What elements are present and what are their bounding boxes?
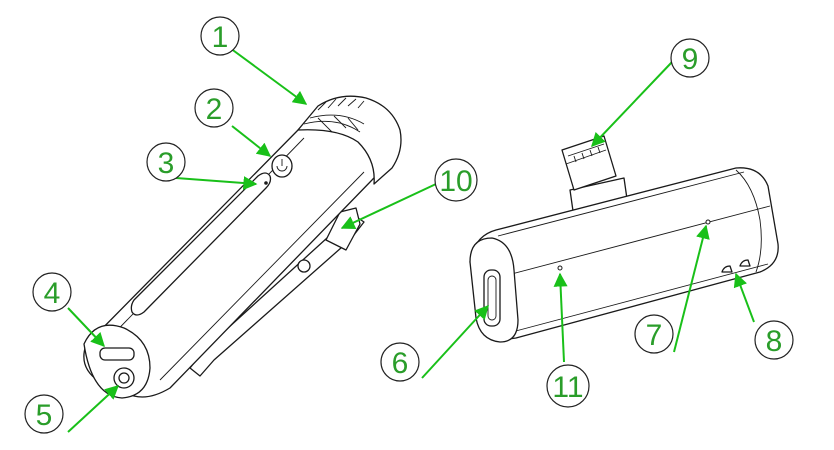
callout-9: 9 (670, 38, 710, 78)
leader-2 (231, 125, 272, 157)
leader-3 (175, 176, 258, 191)
microphone-transmitter (83, 95, 402, 399)
receiver-adapter (469, 135, 779, 343)
indicator-hole-7 (705, 219, 711, 225)
body-groove (130, 172, 272, 316)
callout-leaders (67, 47, 755, 433)
leader-10 (340, 183, 437, 229)
callout-number: 1 (212, 21, 229, 54)
callout-number: 3 (158, 147, 175, 180)
callout-3: 3 (146, 142, 186, 182)
indicator-light (264, 181, 268, 185)
charging-port-receiver (483, 269, 501, 327)
mic-windscreen (297, 95, 402, 185)
callout-10: 10 (434, 158, 478, 202)
callout-2: 2 (194, 88, 234, 128)
leader-9 (591, 61, 673, 148)
callout-number: 5 (36, 399, 53, 432)
transmitter-bottom-end (83, 324, 151, 399)
callout-4: 4 (32, 272, 72, 312)
leader-11 (553, 272, 568, 363)
callout-number: 10 (439, 165, 472, 198)
callout-number: 4 (44, 277, 61, 310)
callout-5: 5 (24, 394, 64, 434)
callout-number: 9 (682, 43, 699, 76)
leader-7 (673, 224, 710, 353)
callout-6: 6 (380, 342, 420, 382)
callout-number: 2 (206, 93, 223, 126)
power-button (271, 154, 293, 178)
callout-7: 7 (634, 314, 674, 354)
receiver-front-face (469, 237, 519, 343)
callout-8: 8 (754, 320, 794, 360)
callout-number: 11 (552, 371, 583, 404)
charging-port-transmitter (99, 347, 135, 361)
leader-5 (67, 385, 120, 433)
leader-8 (733, 272, 755, 323)
leader-4 (67, 307, 105, 348)
callout-number: 8 (766, 325, 783, 358)
callout-11: 11 (546, 364, 590, 408)
callout-1: 1 (200, 16, 240, 56)
callout-number: 6 (392, 347, 409, 380)
callout-number: 7 (646, 319, 663, 352)
indicator-hole-11 (557, 265, 563, 271)
leader-6 (421, 304, 489, 379)
leader-1 (229, 47, 308, 105)
side-button-a (721, 265, 733, 273)
side-button-b (739, 259, 751, 267)
